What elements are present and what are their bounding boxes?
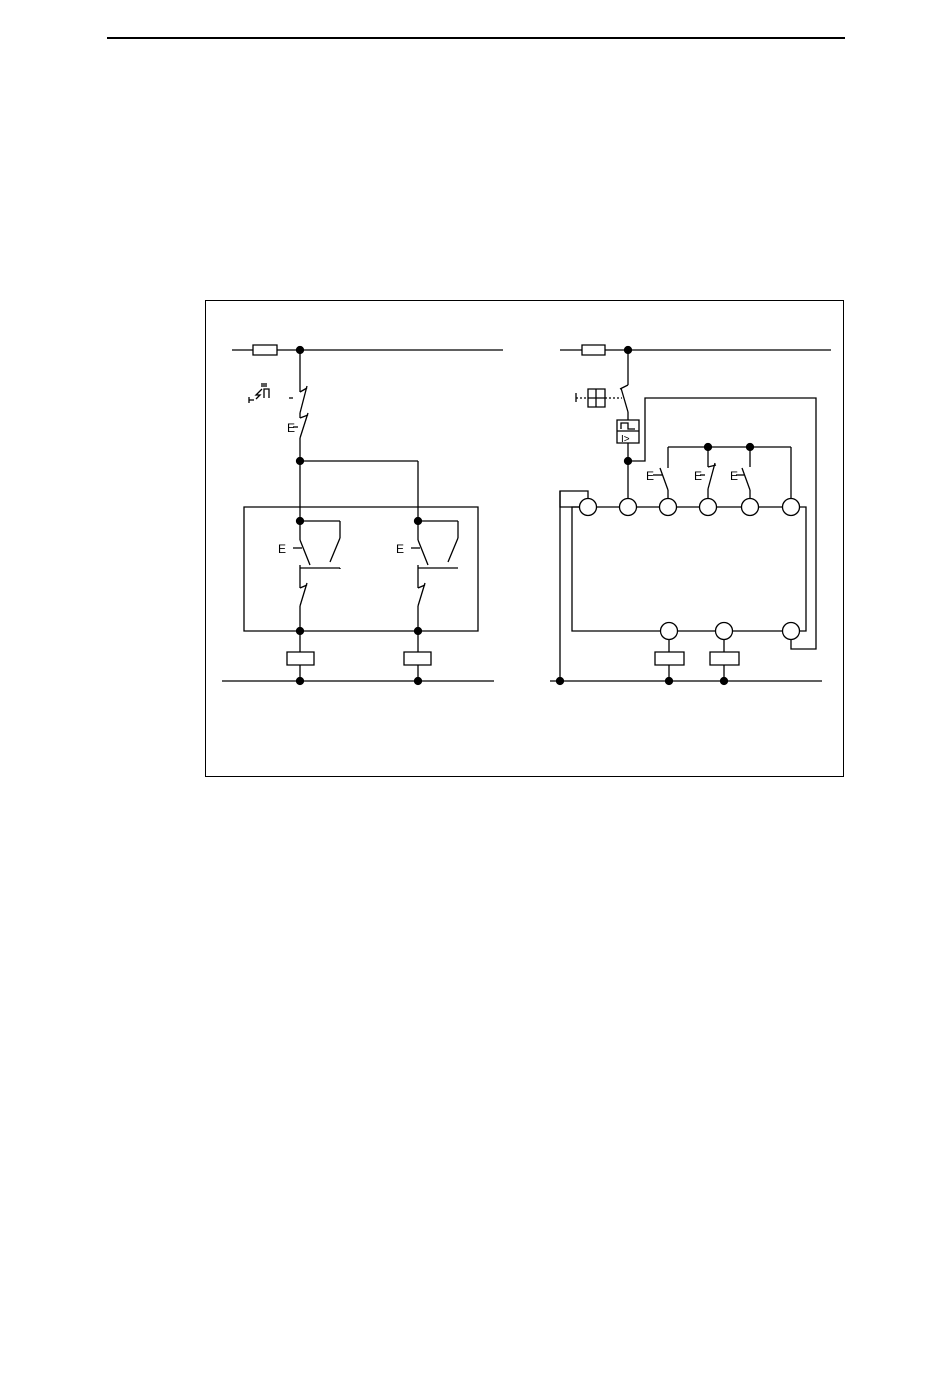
right-coil-2 [710, 652, 739, 665]
left-branch-2 [411, 518, 458, 632]
left-coil-2 [404, 652, 431, 665]
left-stop-label: E [287, 421, 295, 435]
breaker-handle-icon [576, 389, 605, 407]
right-coil-1 [655, 652, 684, 665]
left-rail-junction-2 [415, 678, 422, 685]
right-feedback-loop [628, 398, 816, 649]
right-circuit: I> E E E [550, 345, 831, 685]
left-circuit: E E [222, 345, 503, 685]
left-thermal-contact [289, 386, 307, 413]
left-fuse [253, 345, 277, 355]
right-rail-junction-0 [557, 678, 564, 685]
left-branch-2-label: E [396, 542, 404, 556]
right-fuse [582, 345, 605, 355]
right-rail-junction-2 [721, 678, 728, 685]
left-coil-1 [287, 652, 314, 665]
thermal-relay-icon [249, 384, 269, 403]
left-branch-1-label: E [278, 542, 286, 556]
right-contacts [653, 444, 791, 500]
right-contact-1-label: E [646, 469, 654, 483]
right-breaker-contact [605, 385, 628, 412]
left-branch-1 [293, 518, 340, 632]
left-rail-junction-1 [297, 678, 304, 685]
right-module-box [572, 507, 806, 631]
right-contact-3-label: E [730, 469, 738, 483]
left-interlock-box [244, 507, 478, 631]
right-contact-2-label: E [694, 469, 702, 483]
right-rail-junction-1 [666, 678, 673, 685]
